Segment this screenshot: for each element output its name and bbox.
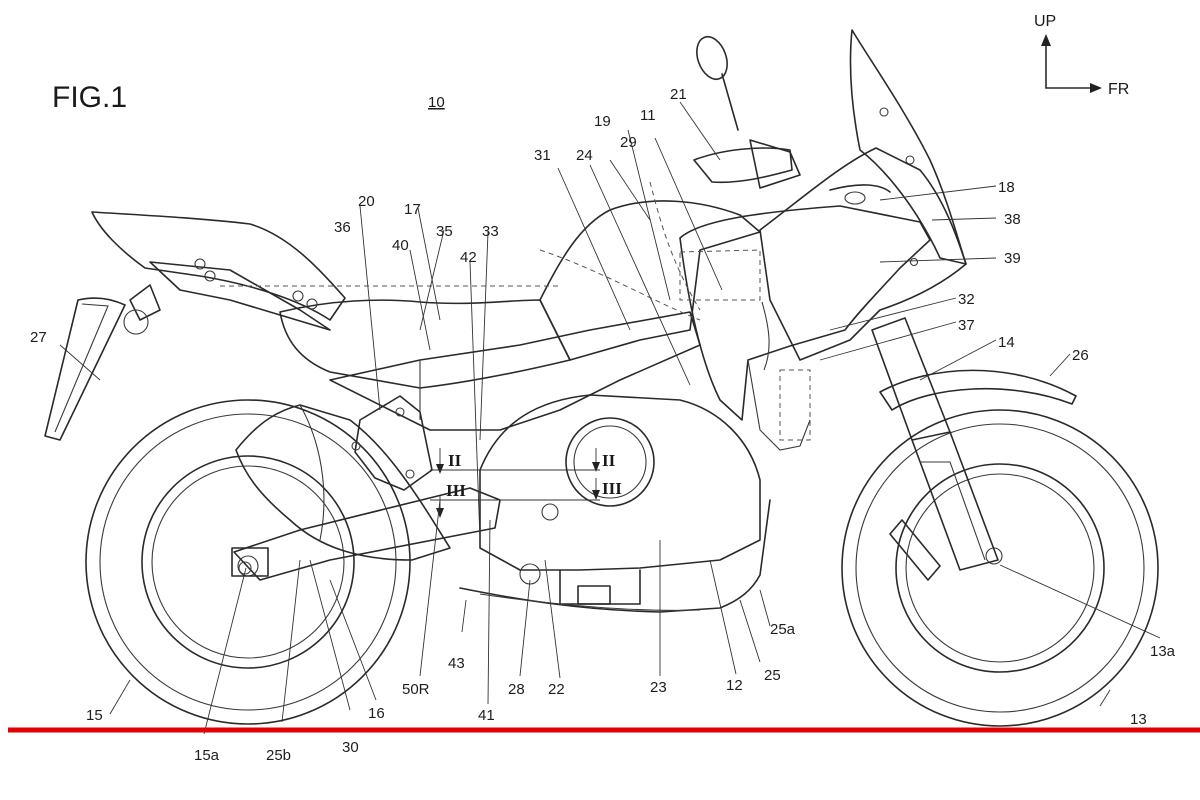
callout-22: 22 bbox=[548, 681, 565, 698]
swingarm bbox=[233, 487, 501, 581]
mirror-icon bbox=[696, 35, 728, 81]
callout-41: 41 bbox=[478, 707, 495, 724]
front-fork bbox=[871, 317, 999, 581]
callout-11: 11 bbox=[640, 107, 656, 124]
leader-lines bbox=[59, 101, 1161, 735]
callout-13: 13 bbox=[1130, 711, 1147, 728]
section-mark-ii-left: II bbox=[448, 451, 462, 470]
front-arrowhead-icon bbox=[1090, 83, 1102, 93]
front-fender bbox=[879, 369, 1077, 411]
footpeg-bracket bbox=[354, 395, 433, 491]
exhaust-pipe bbox=[459, 499, 771, 613]
callout-28: 28 bbox=[508, 681, 525, 698]
callout-25b: 25b bbox=[266, 747, 291, 764]
front-label: FR bbox=[1108, 81, 1129, 98]
callout-32: 32 bbox=[958, 291, 975, 308]
figure-title: FIG.1 bbox=[52, 81, 127, 114]
section-mark-ii-right: II bbox=[602, 451, 616, 470]
callout-40: 40 bbox=[392, 237, 409, 254]
callout-23: 23 bbox=[650, 679, 667, 696]
callout-50R: 50R bbox=[402, 681, 430, 698]
callout-20: 20 bbox=[358, 193, 375, 210]
callout-15a: 15a bbox=[194, 747, 220, 764]
fuel-tank bbox=[539, 200, 761, 361]
front-cowl bbox=[759, 147, 967, 361]
callout-24: 24 bbox=[576, 147, 593, 164]
callout-42: 42 bbox=[460, 249, 477, 266]
callout-33: 33 bbox=[482, 223, 499, 240]
callout-29: 29 bbox=[620, 134, 637, 151]
callout-38: 38 bbox=[1004, 211, 1021, 228]
up-arrowhead-icon bbox=[1041, 34, 1051, 46]
seat bbox=[279, 299, 571, 389]
clutch-cover bbox=[565, 417, 655, 507]
handlebar bbox=[693, 35, 801, 189]
callout-15: 15 bbox=[86, 707, 103, 724]
up-label: UP bbox=[1034, 13, 1056, 30]
callout-12: 12 bbox=[726, 677, 743, 694]
exhaust-muffler bbox=[235, 404, 451, 561]
callout-14: 14 bbox=[998, 334, 1015, 351]
callout-43: 43 bbox=[448, 655, 465, 672]
rear-tail bbox=[91, 211, 346, 321]
main-frame bbox=[329, 311, 701, 431]
figure-reference: 10 bbox=[428, 94, 445, 111]
license-plate bbox=[44, 297, 126, 441]
direction-indicator: UP FR bbox=[1034, 13, 1129, 98]
section-mark-iii-right: III bbox=[602, 479, 622, 498]
callout-36: 36 bbox=[334, 219, 351, 236]
callout-18: 18 bbox=[998, 179, 1015, 196]
windscreen bbox=[849, 29, 967, 265]
rear-wheel bbox=[85, 399, 411, 725]
callout-35: 35 bbox=[436, 223, 453, 240]
callout-39: 39 bbox=[1004, 250, 1021, 267]
section-mark-iii-left: III bbox=[446, 481, 466, 500]
callout-26: 26 bbox=[1072, 347, 1089, 364]
callout-37: 37 bbox=[958, 317, 975, 334]
callout-30: 30 bbox=[342, 739, 359, 756]
callout-25a: 25a bbox=[770, 621, 796, 638]
callout-13a: 13a bbox=[1150, 643, 1176, 660]
callout-31: 31 bbox=[534, 147, 551, 164]
rear-axle-block bbox=[231, 547, 269, 577]
tail-lamp bbox=[123, 309, 149, 335]
callout-labels: 21 11 19 29 31 24 18 38 39 32 37 14 26 2… bbox=[30, 86, 1176, 764]
section-marks: II III II III bbox=[430, 448, 622, 518]
callout-21: 21 bbox=[670, 86, 687, 103]
callout-25: 25 bbox=[764, 667, 781, 684]
callout-27: 27 bbox=[30, 329, 47, 346]
engine bbox=[479, 394, 761, 571]
callout-19: 19 bbox=[594, 113, 611, 130]
front-wheel bbox=[841, 409, 1159, 727]
callout-16: 16 bbox=[368, 705, 385, 722]
callout-17: 17 bbox=[404, 201, 421, 218]
rear-frame bbox=[149, 261, 331, 331]
